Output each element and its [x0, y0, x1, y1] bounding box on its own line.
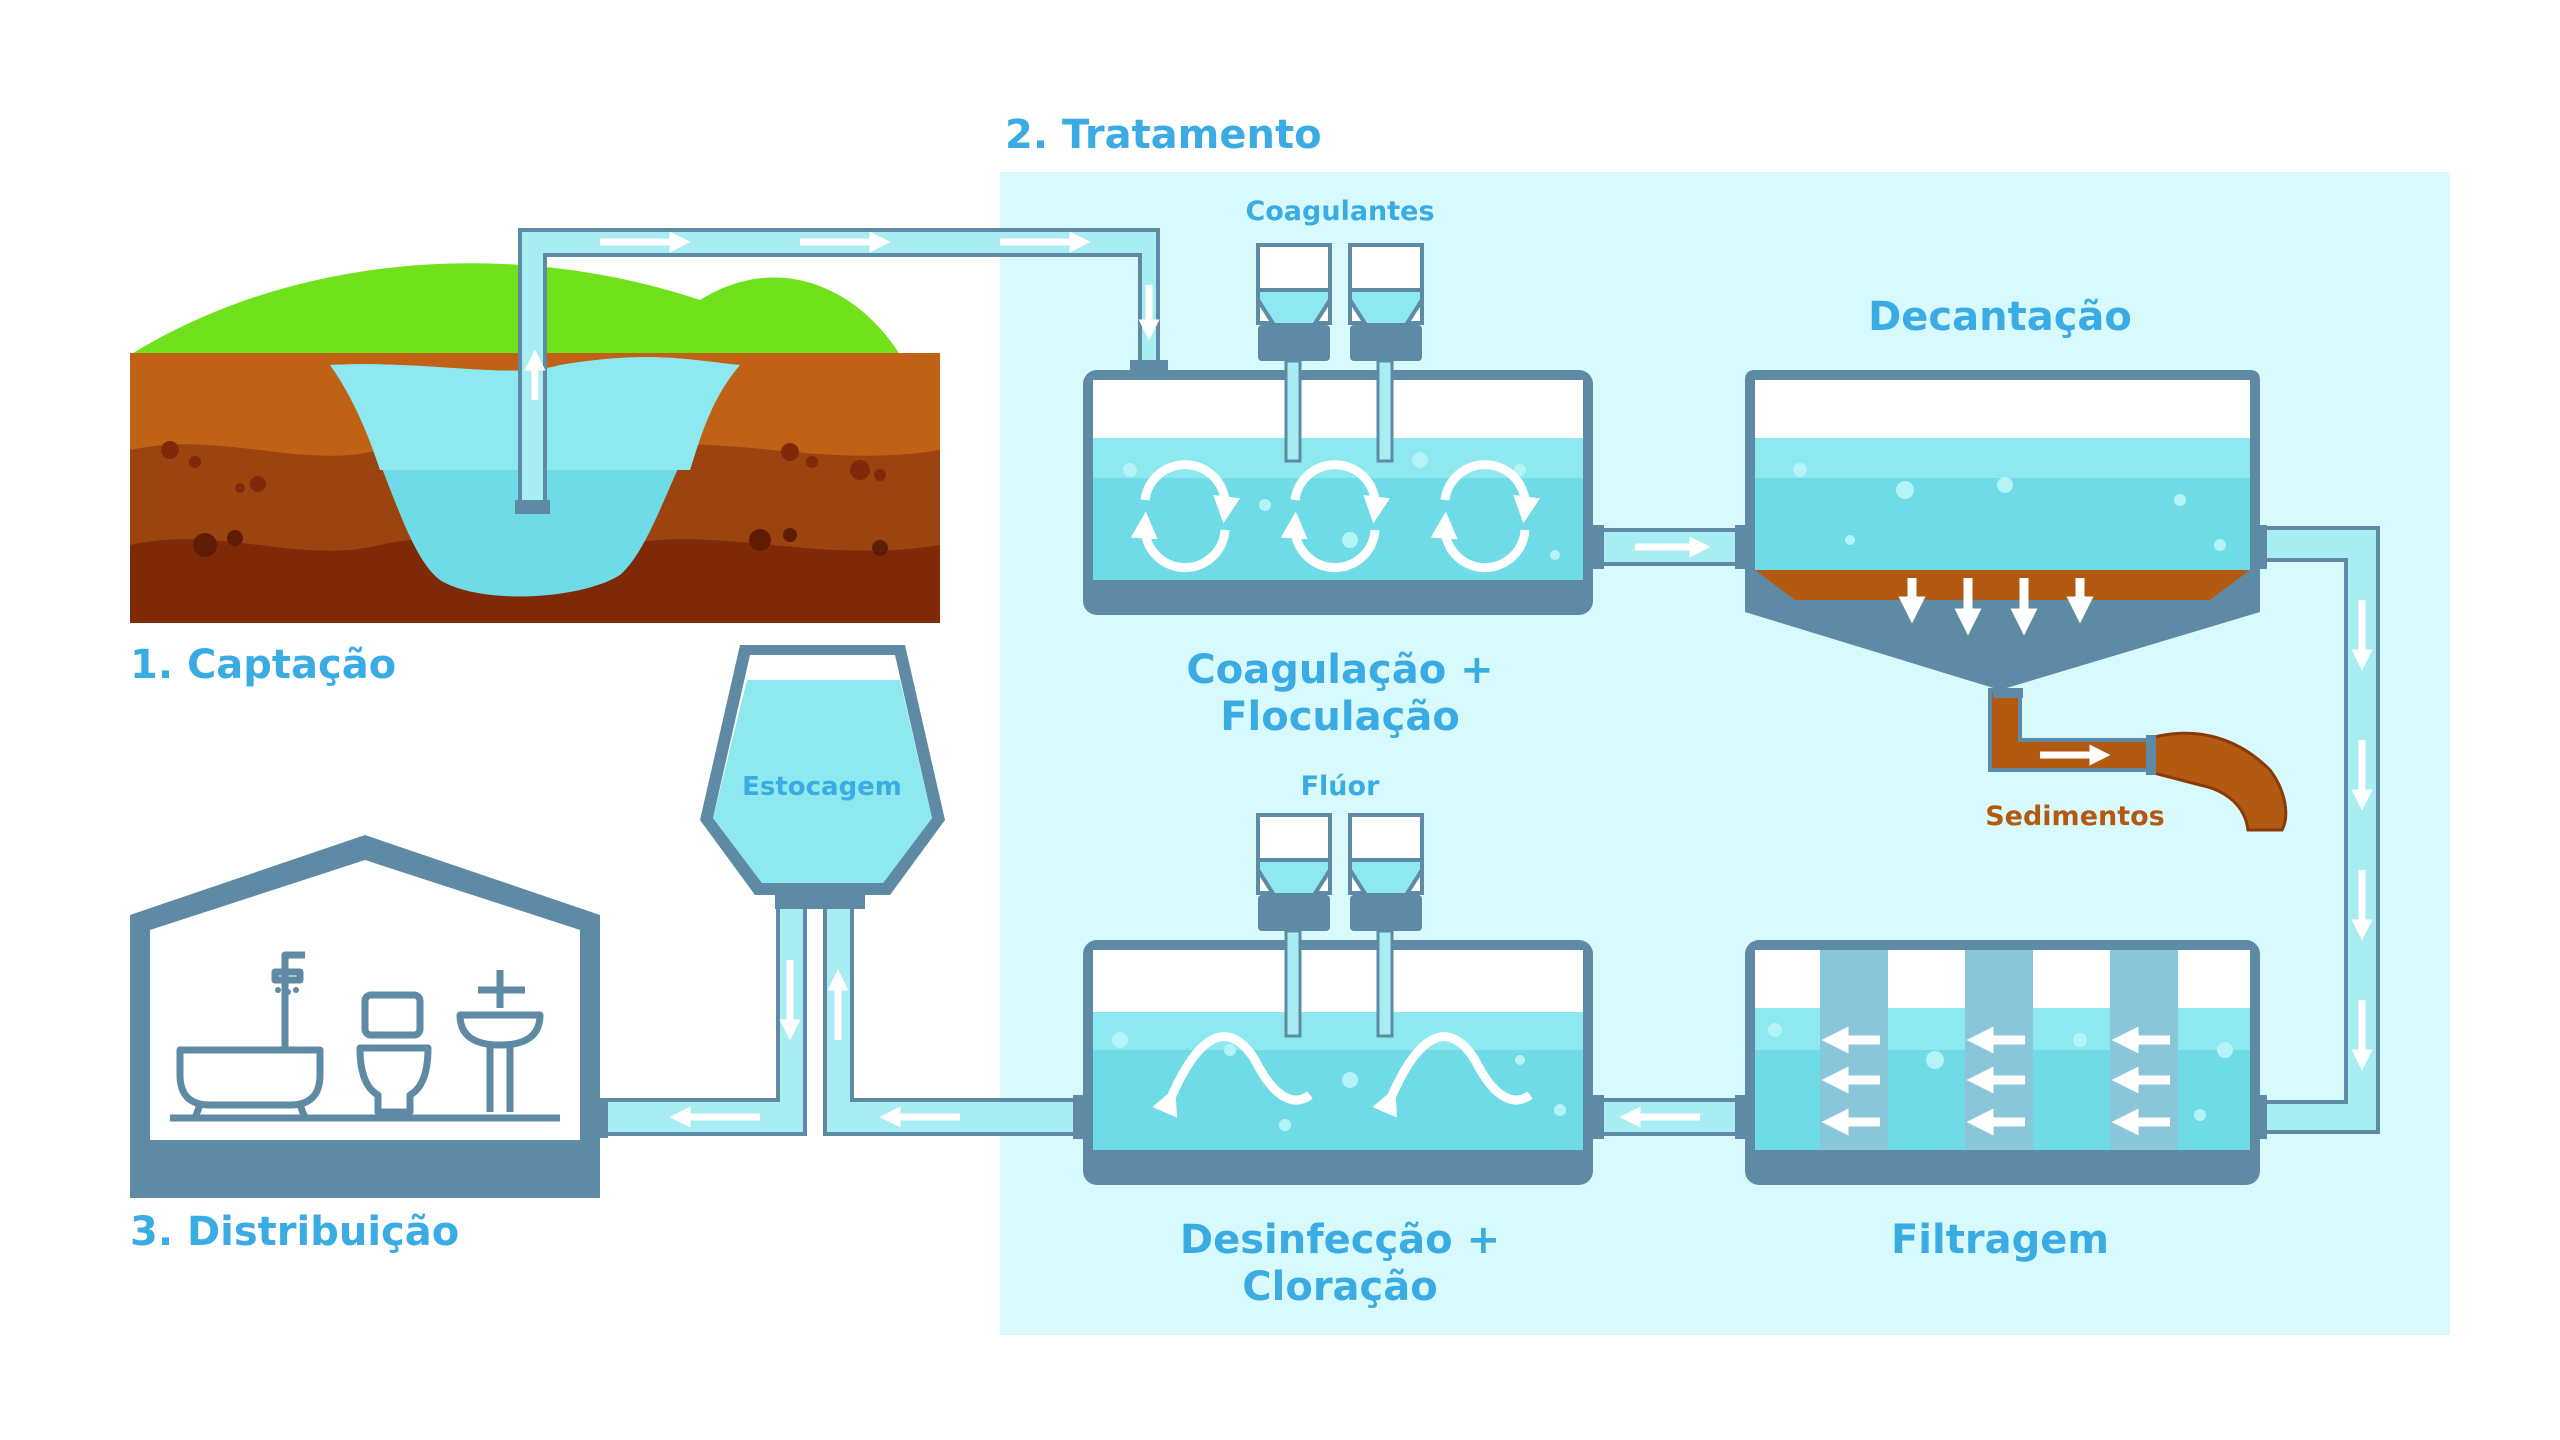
bathroom-fixtures-icon	[170, 951, 560, 1122]
coagulantes-label: Coagulantes	[1245, 196, 1434, 227]
estocagem-label: Estocagem	[742, 772, 902, 802]
sediment-outflow	[2148, 731, 2288, 832]
coagulacao-label-line2: Floculação	[1220, 694, 1460, 740]
tratamento-label: 2. Tratamento	[1005, 112, 1322, 158]
fluor-dispensers	[1256, 813, 1424, 1038]
desinfeccao-label-line2: Cloração	[1242, 1264, 1437, 1310]
filtration-tank	[1745, 940, 2260, 1185]
coagulant-dispensers	[1256, 243, 1424, 463]
filtragem-label: Filtragem	[1891, 1217, 2109, 1263]
flow-arrows	[524, 231, 2373, 1128]
house	[130, 835, 608, 1198]
mixing-icons	[1130, 460, 1541, 572]
fluor-label: Flúor	[1301, 771, 1380, 802]
desinfeccao-label-line1: Desinfecção +	[1180, 1217, 1500, 1263]
decantacao-label: Decantação	[1868, 294, 2132, 340]
coagulacao-label-line1: Coagulação +	[1186, 647, 1493, 693]
distribuicao-label: 3. Distribuição	[130, 1209, 459, 1255]
disinfection-tank	[1083, 940, 1593, 1185]
captacao-label: 1. Captação	[130, 642, 396, 688]
coagulation-tank	[1083, 370, 1593, 615]
decantation-tank	[1745, 370, 2260, 690]
sedimentos-label: Sedimentos	[1985, 801, 2165, 832]
storage-tank	[700, 645, 945, 909]
